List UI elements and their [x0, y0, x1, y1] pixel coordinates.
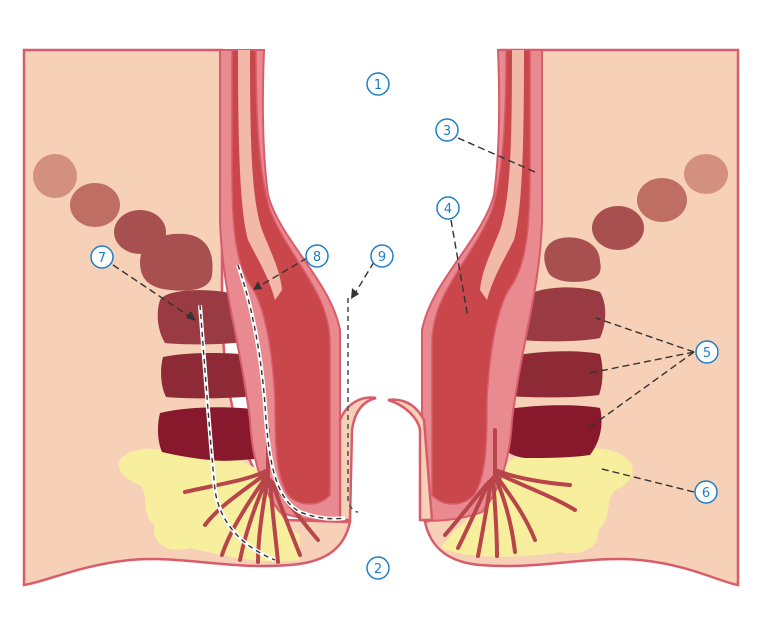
right-vessel-fan: [443, 428, 577, 558]
callout-6: 6: [694, 480, 718, 504]
pathway-7-dash: [199, 304, 276, 561]
left-rectal-lumen-wall: [231, 49, 331, 505]
right-inner-lining: [480, 50, 524, 300]
callout-circle: [694, 480, 718, 504]
callout-circle: [695, 340, 719, 364]
callout-2: 2: [366, 556, 390, 580]
leader-8: [257, 257, 308, 288]
vessel: [443, 482, 489, 537]
vessel: [203, 470, 270, 527]
leader-lines: [112, 137, 695, 493]
callout-7: 7: [90, 245, 114, 269]
leader-3: [457, 137, 536, 173]
callout-circle: [366, 72, 390, 96]
right-rectal-lumen-wall: [431, 49, 531, 505]
callout-4: 4: [436, 196, 460, 220]
vessel: [270, 480, 302, 557]
right-muscle-block: [516, 287, 606, 342]
vessel: [476, 478, 493, 558]
callout-1: 1: [366, 72, 390, 96]
leader-4: [450, 219, 469, 319]
callout-number: 2: [374, 562, 382, 577]
callout-circle: [436, 196, 460, 220]
callout-3: 3: [435, 118, 459, 142]
right-coccyx-segment: [592, 206, 644, 250]
left-coccyx-segment: [70, 183, 120, 227]
leader-9: [353, 261, 375, 296]
vessel: [268, 478, 280, 564]
vessel: [493, 474, 517, 554]
leader-7: [112, 264, 193, 319]
callout-circle: [366, 556, 390, 580]
callout-number: 9: [378, 250, 386, 265]
right-muscle-block: [499, 405, 602, 458]
callout-number: 1: [374, 78, 382, 93]
callout-circle: [305, 244, 329, 268]
vessel: [456, 480, 491, 550]
right-muscle-block: [505, 351, 603, 398]
left-anal-fold: [338, 396, 377, 522]
right-coccyx-segment: [544, 237, 601, 282]
vessel: [238, 474, 270, 562]
callout-8: 8: [305, 244, 329, 268]
callout-number: 7: [98, 251, 106, 266]
vessel: [493, 472, 537, 542]
left-muscle-block: [161, 352, 258, 399]
right-coccyx-segment: [637, 178, 687, 222]
pathway-9-dash: [347, 298, 359, 513]
callout-number: 4: [444, 202, 452, 217]
callout-number: 3: [443, 124, 451, 139]
vessel: [493, 468, 572, 487]
leader-5a: [595, 317, 695, 353]
vessel: [491, 476, 499, 558]
callout-5: 5: [695, 340, 719, 364]
arrowhead-9: [351, 288, 359, 299]
vessel: [256, 476, 270, 564]
arrowheads: [186, 281, 359, 321]
callout-9: 9: [370, 244, 394, 268]
leader-6: [597, 467, 695, 493]
callout-circle: [435, 118, 459, 142]
left-vessel-fan: [183, 428, 320, 564]
vessel: [220, 472, 270, 557]
arrowhead-7: [186, 311, 196, 321]
callout-number: 5: [703, 346, 711, 361]
left-coccyx-segment: [140, 233, 213, 291]
callout-number: 8: [313, 250, 321, 265]
arrowhead-8: [253, 281, 262, 290]
leader-5b: [589, 351, 695, 374]
left-inner-lining: [238, 50, 282, 300]
callout-circle: [90, 245, 114, 269]
vessel: [183, 468, 270, 494]
vessel: [493, 470, 577, 512]
left-coccyx-segment: [33, 154, 77, 198]
right-anal-fold: [387, 398, 434, 522]
callout-number: 6: [702, 486, 710, 501]
right-fat: [440, 445, 633, 557]
pathway-8-line: [236, 264, 346, 521]
callout-circle: [370, 244, 394, 268]
right-coccyx-segment: [684, 154, 728, 194]
